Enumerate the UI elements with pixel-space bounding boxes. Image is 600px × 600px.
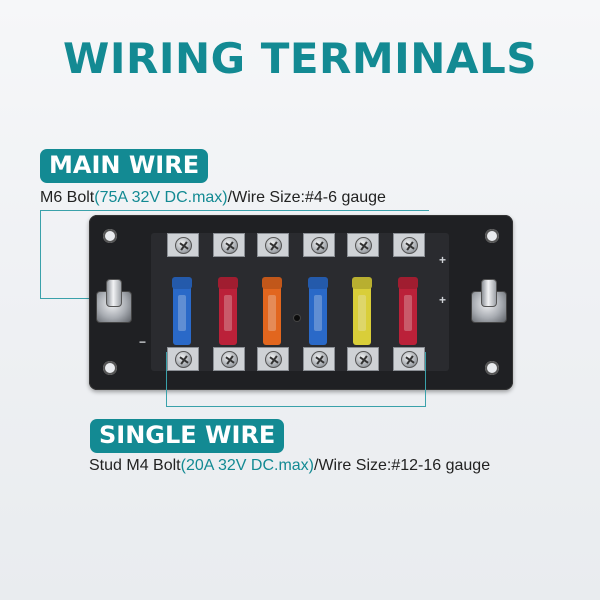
- indicator-led: [294, 315, 300, 321]
- screw-icon: [355, 237, 372, 254]
- top-terminal: [347, 233, 379, 257]
- fuse-1: [172, 277, 192, 345]
- main-wire-rating: (75A 32V DC.max): [94, 189, 228, 206]
- main-stud-left: [96, 279, 132, 325]
- top-terminal: [393, 233, 425, 257]
- main-wire-badge: MAIN WIRE: [40, 149, 209, 183]
- screw-icon: [311, 237, 328, 254]
- single-wire-prefix: Stud M4 Bolt: [89, 457, 181, 474]
- mount-hole-top-right: [485, 229, 499, 243]
- single-wire-leader-bottom: [166, 406, 426, 407]
- screw-icon: [175, 237, 192, 254]
- fuse-block: + + −: [89, 215, 513, 390]
- mount-hole-bottom-left: [103, 361, 117, 375]
- screw-icon: [265, 351, 282, 368]
- main-wire-spec-line: M6 Bolt(75A 32V DC.max)/Wire Size:#4-6 g…: [40, 189, 386, 207]
- bottom-terminal: [393, 347, 425, 371]
- main-wire-prefix: M6 Bolt: [40, 189, 95, 206]
- screw-icon: [265, 237, 282, 254]
- bottom-terminal: [347, 347, 379, 371]
- screw-icon: [175, 351, 192, 368]
- main-stud-right: [471, 279, 507, 325]
- fuse-5: [352, 277, 372, 345]
- single-wire-spec-line: Stud M4 Bolt(20A 32V DC.max)/Wire Size:#…: [89, 457, 490, 475]
- minus-icon: −: [139, 335, 147, 349]
- plus-icon: +: [439, 253, 447, 267]
- single-wire-rating: (20A 32V DC.max): [180, 457, 314, 474]
- mount-hole-bottom-right: [485, 361, 499, 375]
- top-terminal: [213, 233, 245, 257]
- single-wire-leader-right: [425, 352, 426, 406]
- screw-icon: [355, 351, 372, 368]
- top-terminal: [303, 233, 335, 257]
- fuse-3: [262, 277, 282, 345]
- plus-icon: +: [439, 293, 447, 307]
- bottom-terminal: [213, 347, 245, 371]
- main-wire-suffix: /Wire Size:#4-6 gauge: [227, 189, 386, 206]
- top-terminal: [167, 233, 199, 257]
- bottom-terminal: [303, 347, 335, 371]
- fuse-6: [398, 277, 418, 345]
- single-wire-suffix: /Wire Size:#12-16 gauge: [314, 457, 491, 474]
- top-terminal: [257, 233, 289, 257]
- screw-icon: [221, 237, 238, 254]
- screw-icon: [401, 237, 418, 254]
- fuse-panel: [151, 233, 449, 371]
- screw-icon: [311, 351, 328, 368]
- main-wire-leader-left: [40, 210, 41, 298]
- bottom-terminal: [167, 347, 199, 371]
- single-wire-leader-left: [166, 352, 167, 406]
- screw-icon: [401, 351, 418, 368]
- main-wire-leader-to-stud: [40, 298, 98, 299]
- screw-icon: [221, 351, 238, 368]
- fuse-2: [218, 277, 238, 345]
- single-wire-badge: SINGLE WIRE: [90, 419, 285, 453]
- main-wire-leader-top: [40, 210, 429, 211]
- page-title: WIRING TERMINALS: [63, 34, 537, 83]
- bottom-terminal: [257, 347, 289, 371]
- fuse-4: [308, 277, 328, 345]
- mount-hole-top-left: [103, 229, 117, 243]
